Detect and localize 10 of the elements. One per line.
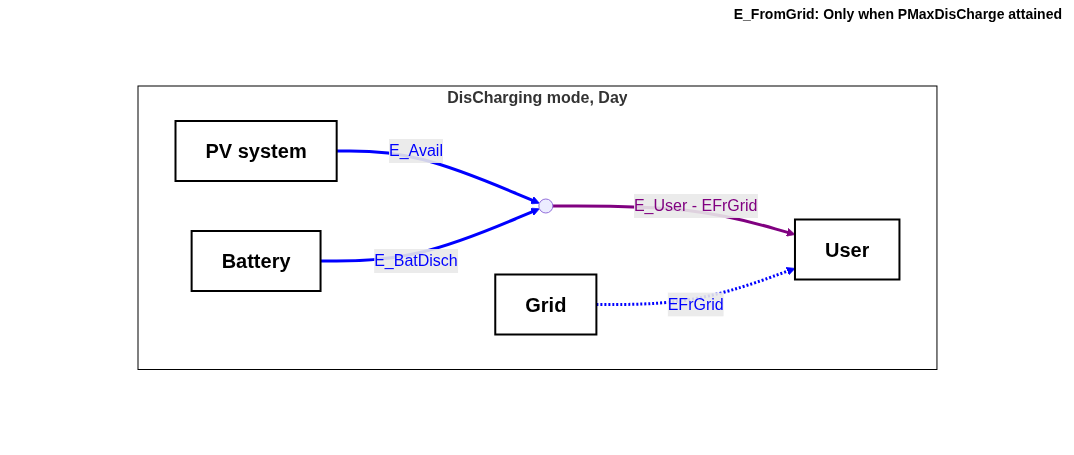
node-box: User [793, 218, 900, 281]
node-circle [537, 198, 553, 214]
node-box: PV system [174, 119, 338, 182]
node-box: Battery [190, 229, 322, 292]
edge-label: E_BatDisch [373, 251, 458, 269]
node-box: Grid [493, 273, 597, 336]
edge-label: E_Avail [388, 141, 443, 159]
note-text: E_FromGrid: Only when PMaxDisCharge attained [733, 6, 1062, 22]
edge-label: E_User - EFrGrid [633, 196, 757, 214]
edge-label: EFrGrid [667, 295, 724, 313]
